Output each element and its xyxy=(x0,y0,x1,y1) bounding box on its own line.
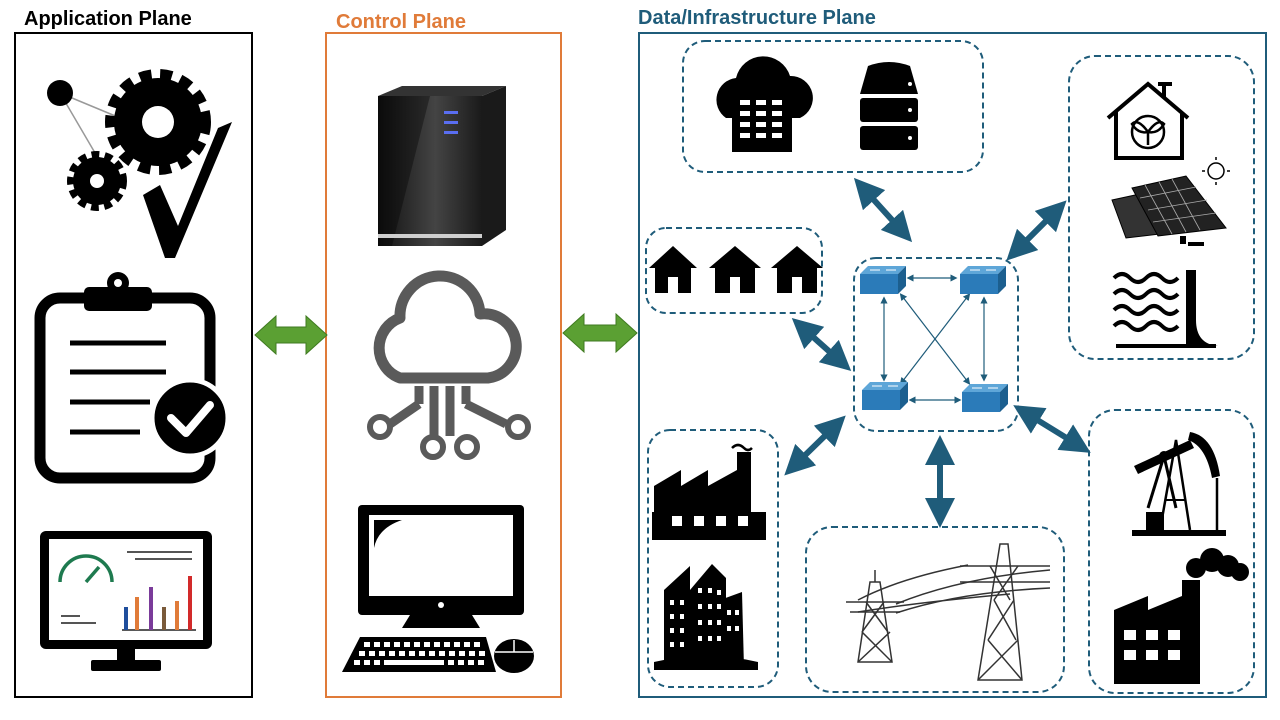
control-plane-title: Control Plane xyxy=(336,11,467,33)
control-plane-frame xyxy=(325,32,562,698)
residential-connector-arrow xyxy=(791,318,852,371)
power-transmission-tower-icon xyxy=(846,543,1051,681)
residential-group-box xyxy=(645,227,823,314)
solar-panel-icon xyxy=(1111,157,1230,246)
industrial-plant-icon xyxy=(1114,548,1249,684)
hydro-dam-icon xyxy=(1112,270,1218,348)
network-switch-icon xyxy=(860,266,1008,412)
factory-icon xyxy=(652,443,766,540)
renewables-connector-arrow xyxy=(1006,200,1067,261)
server-stack-icon xyxy=(860,62,918,150)
cloud-network-icon xyxy=(367,270,531,460)
data-plane-title: Data/Infrastructure Plane xyxy=(638,7,876,29)
server-tower-icon xyxy=(378,86,506,246)
application-plane-frame xyxy=(14,32,253,698)
dashboard-monitor-icon xyxy=(40,531,212,671)
clipboard-check-icon xyxy=(34,272,231,484)
oil-gas-group-box xyxy=(1088,409,1255,694)
switch-network-group-box xyxy=(853,257,1019,432)
city-buildings-icon xyxy=(654,564,758,670)
industry-city-group-box xyxy=(647,429,779,688)
control-data-double-arrow xyxy=(562,312,638,354)
smart-home-icon xyxy=(1106,81,1190,160)
houses-icon xyxy=(649,246,823,293)
oil-pumpjack-icon xyxy=(1132,432,1226,536)
oil-gas-connector-arrow xyxy=(1013,405,1091,453)
datacenter-group-box xyxy=(682,40,984,173)
industry-connector-arrow xyxy=(784,415,846,476)
desktop-computer-icon xyxy=(342,505,534,673)
datacenter-connector-arrow xyxy=(853,177,913,243)
data-plane-frame xyxy=(638,32,1267,698)
renewables-group-box xyxy=(1068,55,1255,360)
transmission-group-box xyxy=(805,526,1065,693)
cloud-datacenter-icon xyxy=(716,56,813,152)
app-control-double-arrow xyxy=(254,314,328,356)
application-plane-title: Application Plane xyxy=(24,8,192,30)
gears-check-icon xyxy=(47,69,232,258)
